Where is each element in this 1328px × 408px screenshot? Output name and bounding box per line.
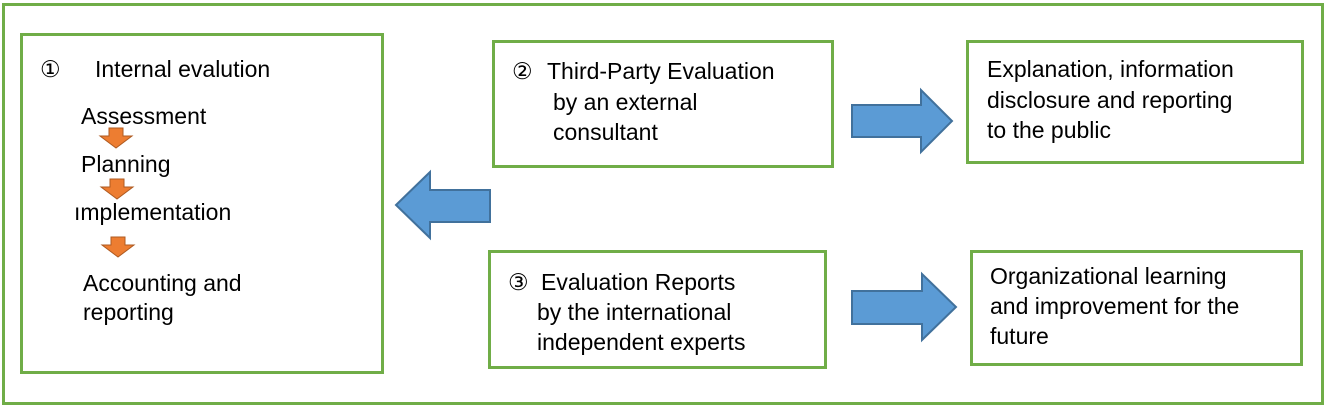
third-party-line3: consultant	[553, 119, 658, 145]
step-accounting-line1: Accounting and	[83, 270, 242, 296]
disclosure-box	[966, 40, 1304, 164]
third-party-evaluation-box	[492, 40, 834, 168]
internal-evaluation-box	[20, 33, 384, 374]
evaluation-reports-box	[488, 250, 827, 369]
down-arrow-icon	[100, 236, 136, 258]
right-arrow-icon	[851, 87, 954, 155]
outer-frame	[2, 3, 1324, 405]
reports-number: ③	[508, 269, 529, 295]
step-assessment: Assessment	[81, 103, 207, 129]
left-arrow-icon	[394, 169, 491, 241]
third-party-number: ②	[512, 58, 533, 84]
organizational-learning-box	[970, 250, 1303, 366]
third-party-line1: Third-Party Evaluation	[547, 58, 775, 84]
disclosure-line3: to the public	[987, 117, 1112, 143]
internal-evaluation-title: Internal evalution	[95, 56, 271, 82]
learning-line2: and improvement for the	[990, 293, 1240, 319]
reports-line2: by the international	[537, 299, 732, 325]
learning-line3: future	[990, 323, 1049, 349]
step-accounting-line2: reporting	[83, 299, 174, 325]
reports-line3: independent experts	[537, 329, 746, 355]
learning-line1: Organizational learning	[990, 263, 1227, 289]
internal-evaluation-number: ①	[40, 56, 61, 82]
down-arrow-icon	[99, 178, 135, 200]
step-planning: Planning	[81, 151, 171, 177]
right-arrow-icon	[851, 271, 958, 343]
reports-line1: Evaluation Reports	[541, 269, 736, 295]
down-arrow-icon	[98, 127, 134, 149]
disclosure-line1: Explanation, information	[987, 56, 1234, 82]
third-party-line2: by an external	[553, 89, 698, 115]
disclosure-line2: disclosure and reporting	[987, 87, 1233, 113]
step-implementation: ımplementation	[74, 199, 232, 225]
